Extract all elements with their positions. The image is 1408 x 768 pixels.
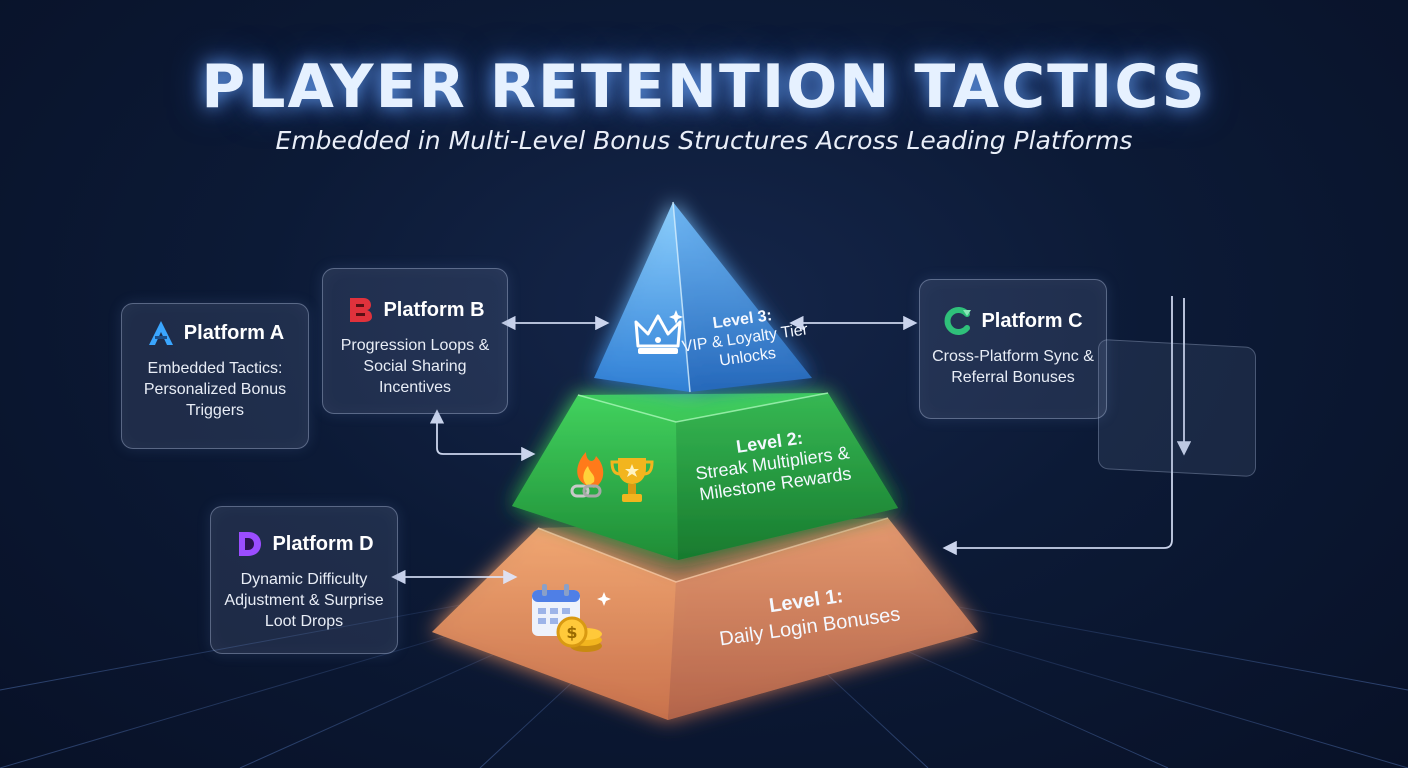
platform-c-logo-icon <box>944 307 972 335</box>
platform-c-card[interactable]: Platform C Cross-Platform Sync & Referra… <box>919 279 1107 419</box>
platform-a-label: Platform A <box>183 321 285 344</box>
flame-trophy-icon <box>570 452 654 502</box>
platform-b-text: Progression Loops & Social Sharing Incen… <box>340 337 490 396</box>
platform-a-text: Embedded Tactics: Personalized Bonus Tri… <box>143 360 287 419</box>
platform-c-text: Cross-Platform Sync & Referral Bonuses <box>932 348 1094 386</box>
platform-a-card[interactable]: Platform A Embedded Tactics: Personalize… <box>121 303 309 449</box>
platform-d-logo-icon <box>239 532 262 556</box>
platform-c-label: Platform C <box>981 309 1083 332</box>
svg-text:$: $ <box>566 623 577 642</box>
platform-d-card[interactable]: Platform D Dynamic Difficulty Adjustment… <box>210 506 398 654</box>
platform-d-text: Dynamic Difficulty Adjustment & Surprise… <box>224 571 384 630</box>
platform-b-card[interactable]: Platform B Progression Loops & Social Sh… <box>322 268 508 414</box>
page-title: PLAYER RETENTION TACTICS <box>201 52 1207 122</box>
platform-b-logo-icon <box>350 298 373 322</box>
platform-c-header: Platform C <box>920 306 1106 336</box>
ghost-card <box>1098 338 1256 478</box>
platform-d-label: Platform D <box>272 532 374 555</box>
platform-b-header: Platform B <box>323 295 507 325</box>
calendar-coins-icon: $ <box>532 584 611 652</box>
platform-d-header: Platform D <box>211 529 397 559</box>
platform-a-logo-icon <box>148 321 173 345</box>
crown-icon <box>634 310 683 354</box>
platform-b-label: Platform B <box>383 298 485 321</box>
platform-a-header: Platform A <box>122 318 308 348</box>
page-subtitle: Embedded in Multi-Level Bonus Structures… <box>275 126 1133 155</box>
